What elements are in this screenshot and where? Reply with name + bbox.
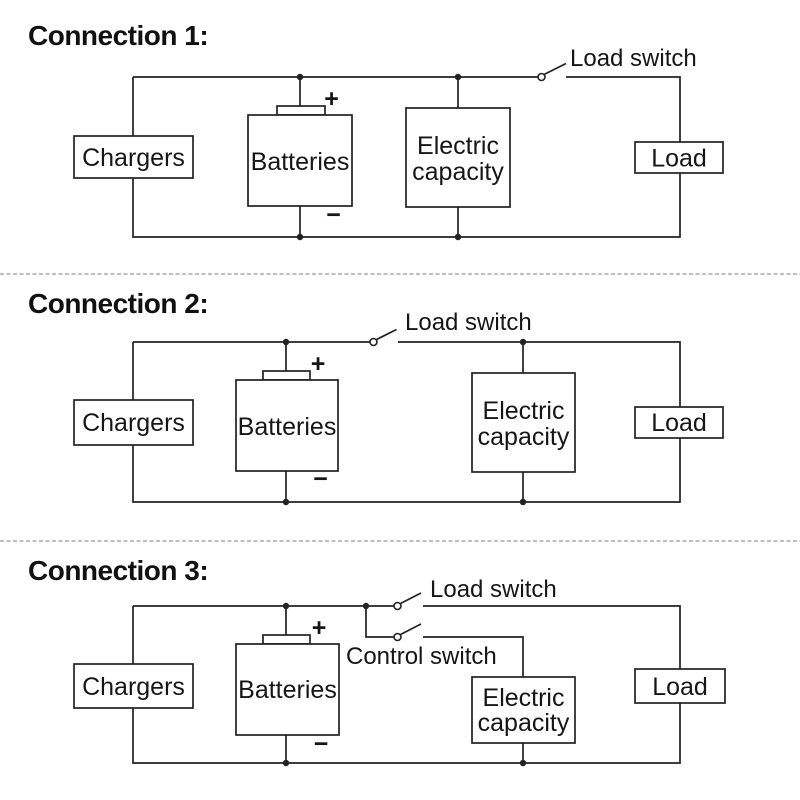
load-switch-lever — [543, 62, 567, 76]
load-switch-lever — [376, 328, 397, 341]
electric-capacity-label-line1: Electric — [483, 397, 565, 425]
load-switch-label: Load switch — [430, 576, 557, 603]
junction-dot — [519, 498, 527, 506]
electric-capacity-box — [471, 372, 576, 473]
batteries-box — [235, 379, 339, 472]
electric-capacity-label-line1: Electric — [483, 684, 565, 712]
batteries-label: Batteries — [251, 148, 350, 176]
battery-minus-label: − — [314, 730, 329, 758]
circuit-wires — [132, 605, 681, 764]
connection-1-section: Connection 1: Chargers Batteries Electri… — [28, 20, 724, 241]
connection-2-section: Connection 2: Chargers Batteries Electri… — [28, 288, 724, 506]
junction-dot — [282, 498, 290, 506]
battery-minus-label: − — [326, 201, 341, 229]
chargers-label: Chargers — [82, 409, 185, 437]
junction-dot — [282, 759, 290, 767]
load-label: Load — [651, 145, 707, 173]
section-title: Connection 2: — [28, 288, 208, 319]
junction-dot — [519, 759, 527, 767]
load-box — [634, 668, 726, 704]
battery-plus-label: + — [311, 350, 326, 378]
electric-capacity-label-line2: capacity — [478, 423, 570, 451]
electric-capacity-label-line1: Electric — [417, 132, 499, 160]
connection-3-section: Connection 3: Chargers Batteries Electri… — [28, 555, 726, 767]
junction-dot — [296, 233, 304, 241]
load-box — [634, 141, 724, 174]
circuit-wires — [132, 76, 681, 238]
load-switch-lever — [400, 592, 422, 605]
junction-dot — [519, 338, 527, 346]
chargers-box — [73, 663, 194, 709]
control-switch-label: Control switch — [346, 643, 497, 670]
chargers-box — [73, 399, 194, 446]
junction-dot — [282, 338, 290, 346]
section-title: Connection 3: — [28, 555, 208, 586]
junction-dot — [454, 73, 462, 81]
batteries-label: Batteries — [238, 413, 337, 441]
chargers-label: Chargers — [82, 144, 185, 172]
circuit-wires — [132, 341, 681, 503]
chargers-label: Chargers — [82, 673, 185, 701]
load-label: Load — [652, 673, 708, 701]
electric-capacity-label-line2: capacity — [478, 709, 570, 737]
junction-dot — [282, 602, 290, 610]
electric-capacity-label-line2: capacity — [412, 158, 504, 186]
junction-dot — [362, 602, 370, 610]
batteries-box — [235, 643, 340, 736]
electric-capacity-box — [405, 107, 511, 208]
load-switch-contact — [369, 337, 378, 347]
electric-capacity-box — [471, 676, 576, 744]
battery-terminal — [276, 105, 326, 116]
battery-terminal — [262, 634, 311, 645]
batteries-label: Batteries — [238, 676, 337, 704]
chargers-box — [73, 135, 194, 179]
battery-minus-label: − — [313, 465, 328, 493]
control-switch-lever — [400, 623, 422, 636]
junction-dot — [454, 233, 462, 241]
battery-plus-label: + — [312, 614, 327, 642]
load-switch-label: Load switch — [405, 309, 532, 336]
battery-terminal — [262, 370, 311, 381]
load-switch-contact — [537, 72, 546, 82]
section-title: Connection 1: — [28, 20, 208, 51]
control-switch-contact — [393, 632, 402, 642]
batteries-box — [247, 114, 353, 207]
load-label: Load — [651, 409, 707, 437]
load-switch-label: Load switch — [570, 45, 697, 72]
load-box — [634, 406, 724, 439]
load-switch-contact — [393, 601, 402, 611]
battery-plus-label: + — [324, 85, 339, 113]
junction-dot — [296, 73, 304, 81]
